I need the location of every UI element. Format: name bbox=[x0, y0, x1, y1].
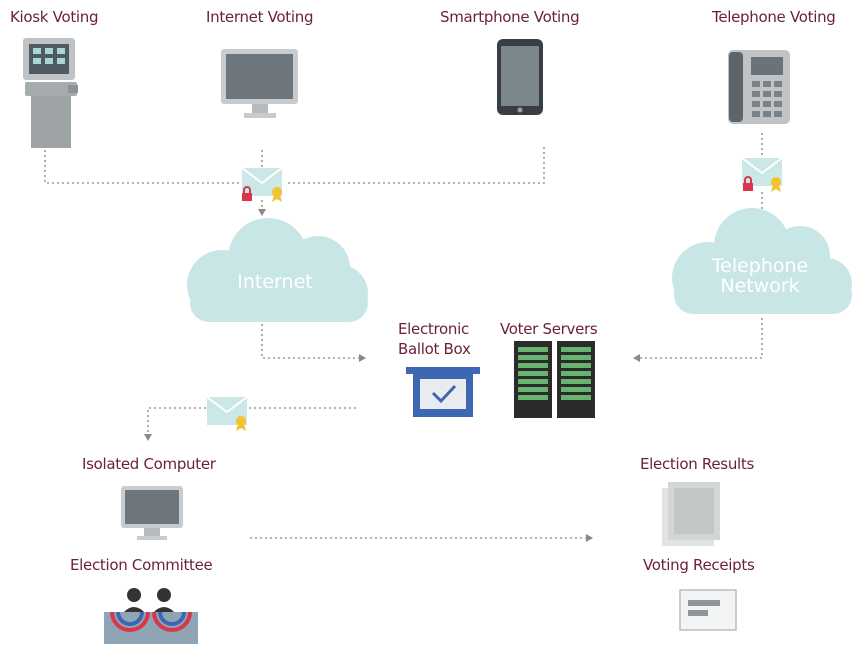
telephone-network-label-line2: Network bbox=[720, 275, 800, 297]
electronic-ballot-box-label: Electronic Ballot Box bbox=[398, 319, 471, 359]
voting-receipt-icon bbox=[679, 589, 737, 631]
telephone-network-label: Telephone Network bbox=[690, 256, 830, 296]
telephone-icon bbox=[728, 50, 790, 124]
isolated-computer-label: Isolated Computer bbox=[82, 455, 216, 473]
telephone-voting-label: Telephone Voting bbox=[712, 8, 836, 26]
ballot-box-label-line2: Ballot Box bbox=[398, 340, 471, 358]
ballot-box-icon bbox=[406, 367, 480, 417]
envelope-icon bbox=[206, 396, 248, 431]
kiosk-icon bbox=[23, 38, 78, 148]
election-committee-icon bbox=[104, 588, 198, 644]
isolated-computer-icon bbox=[121, 486, 183, 540]
internet-cloud bbox=[187, 218, 368, 322]
smartphone-icon bbox=[497, 39, 543, 115]
monitor-icon bbox=[221, 49, 298, 118]
smartphone-voting-label: Smartphone Voting bbox=[440, 8, 580, 26]
election-results-label: Election Results bbox=[640, 455, 754, 473]
envelope-icon bbox=[741, 157, 783, 192]
election-committee-label: Election Committee bbox=[70, 556, 213, 574]
voter-servers-label: Voter Servers bbox=[500, 320, 598, 338]
connector-lines bbox=[44, 133, 763, 542]
ballot-box-label-line1: Electronic bbox=[398, 320, 469, 338]
kiosk-voting-label: Kiosk Voting bbox=[10, 8, 99, 26]
envelope-icon bbox=[241, 167, 283, 202]
telephone-network-cloud bbox=[672, 208, 852, 314]
internet-to-servers-arrow bbox=[261, 324, 366, 362]
ballotbox-to-isolated-arrow bbox=[144, 407, 356, 441]
kiosk-to-internet-line bbox=[44, 150, 240, 184]
internet-cloud-label: Internet bbox=[237, 271, 313, 293]
election-results-icon bbox=[662, 482, 720, 546]
telephone-to-servers-arrow bbox=[633, 318, 763, 362]
internet-voting-label: Internet Voting bbox=[206, 8, 314, 26]
voter-servers-icon bbox=[514, 341, 595, 418]
telephone-network-label-line1: Telephone bbox=[711, 255, 809, 277]
smartphone-to-internet-line bbox=[286, 147, 545, 184]
voting-receipts-label: Voting Receipts bbox=[643, 556, 755, 574]
